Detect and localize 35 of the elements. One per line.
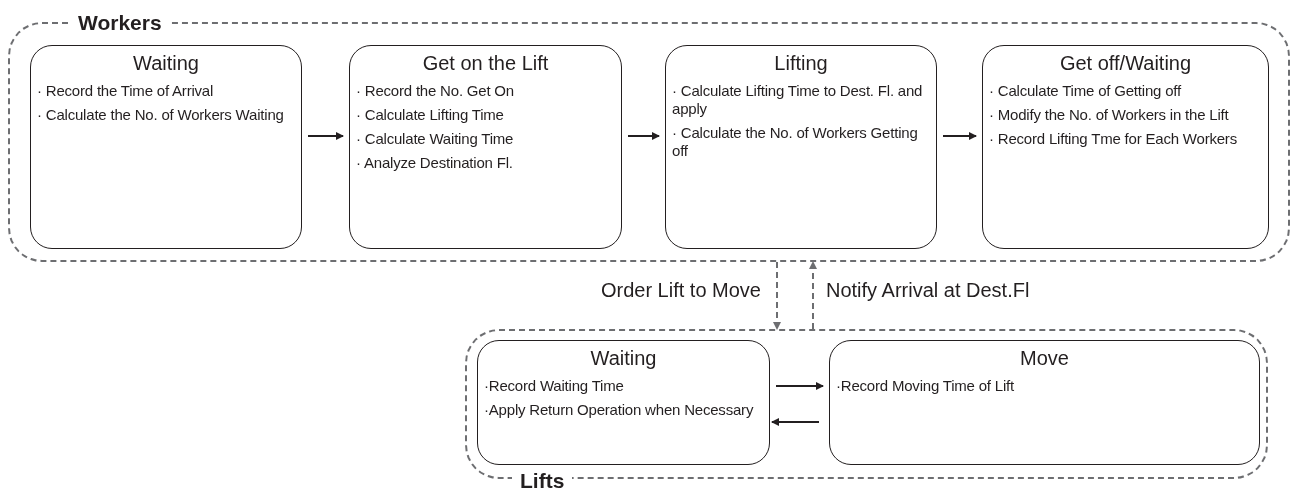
- task-item: · Record Lifting Tme for Each Workers: [989, 130, 1238, 148]
- state-title: Get on the Lift: [421, 51, 550, 76]
- state-box: [829, 340, 1260, 465]
- task-item: · Record the Time of Arrival: [37, 82, 215, 100]
- state-box: [30, 45, 302, 249]
- task-item: ·Apply Return Operation when Necessary: [484, 401, 755, 419]
- task-item: · Modify the No. of Workers in the Lift: [989, 106, 1230, 124]
- arrow: [771, 418, 820, 426]
- arrow: [307, 132, 344, 140]
- group-title: Lifts: [512, 470, 573, 491]
- state-title: Waiting: [132, 51, 200, 76]
- state-title: Lifting: [773, 51, 829, 76]
- task-item: · Calculate Lifting Time: [356, 106, 505, 124]
- state-title: Get off/Waiting: [1058, 51, 1193, 76]
- task-item: · Calculate Time of Getting off: [989, 82, 1183, 100]
- state-title: Move: [1019, 346, 1070, 371]
- arrow: [809, 261, 817, 330]
- arrow: [775, 382, 824, 390]
- arrow: [942, 132, 977, 140]
- task-item: · Calculate the No. of Workers Waiting: [37, 106, 285, 124]
- state-title: Waiting: [589, 346, 658, 371]
- arrow: [773, 261, 781, 330]
- task-item: · Record the No. Get On: [356, 82, 515, 100]
- arrow: [627, 132, 660, 140]
- state-box: [477, 340, 770, 465]
- state-box: [349, 45, 622, 249]
- group-title: Workers: [70, 12, 170, 33]
- task-item: · Analyze Destination Fl.: [356, 154, 514, 172]
- task-item: · Calculate Waiting Time: [356, 130, 515, 148]
- state-box: [665, 45, 937, 249]
- task-item: · Calculate the No. of Workers Getting off: [672, 124, 919, 160]
- task-item: ·Record Waiting Time: [484, 377, 625, 395]
- task-item: ·Record Moving Time of Lift: [836, 377, 1015, 395]
- state-box: [982, 45, 1269, 249]
- task-item: · Calculate Lifting Time to Dest. Fl. and apply: [672, 82, 924, 118]
